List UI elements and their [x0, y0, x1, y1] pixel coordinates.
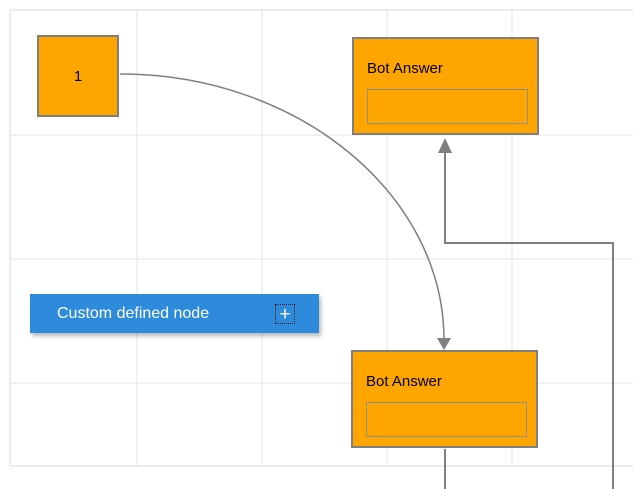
node-answer-input[interactable]: [367, 89, 528, 124]
add-node-button[interactable]: +: [275, 304, 295, 324]
node-title: Bot Answer: [366, 373, 442, 390]
connector-arrowhead-up-icon: [438, 138, 452, 153]
custom-defined-node-button[interactable]: Custom defined node +: [30, 294, 319, 333]
connector-arrowhead-down-icon: [437, 338, 451, 350]
connector-curved[interactable]: [119, 73, 451, 350]
grid-border: [9, 9, 633, 467]
node-bot-answer-bottom[interactable]: Bot Answer: [351, 350, 538, 448]
custom-defined-node-label: Custom defined node: [57, 304, 210, 322]
connector-orthogonal[interactable]: [438, 138, 614, 489]
node-answer-input[interactable]: [366, 402, 527, 437]
node-start-label: 1: [73, 67, 83, 85]
node-bot-answer-top[interactable]: Bot Answer: [352, 37, 539, 135]
node-title: Bot Answer: [367, 60, 443, 77]
plus-icon: +: [279, 303, 291, 325]
node-start[interactable]: 1: [37, 35, 119, 117]
